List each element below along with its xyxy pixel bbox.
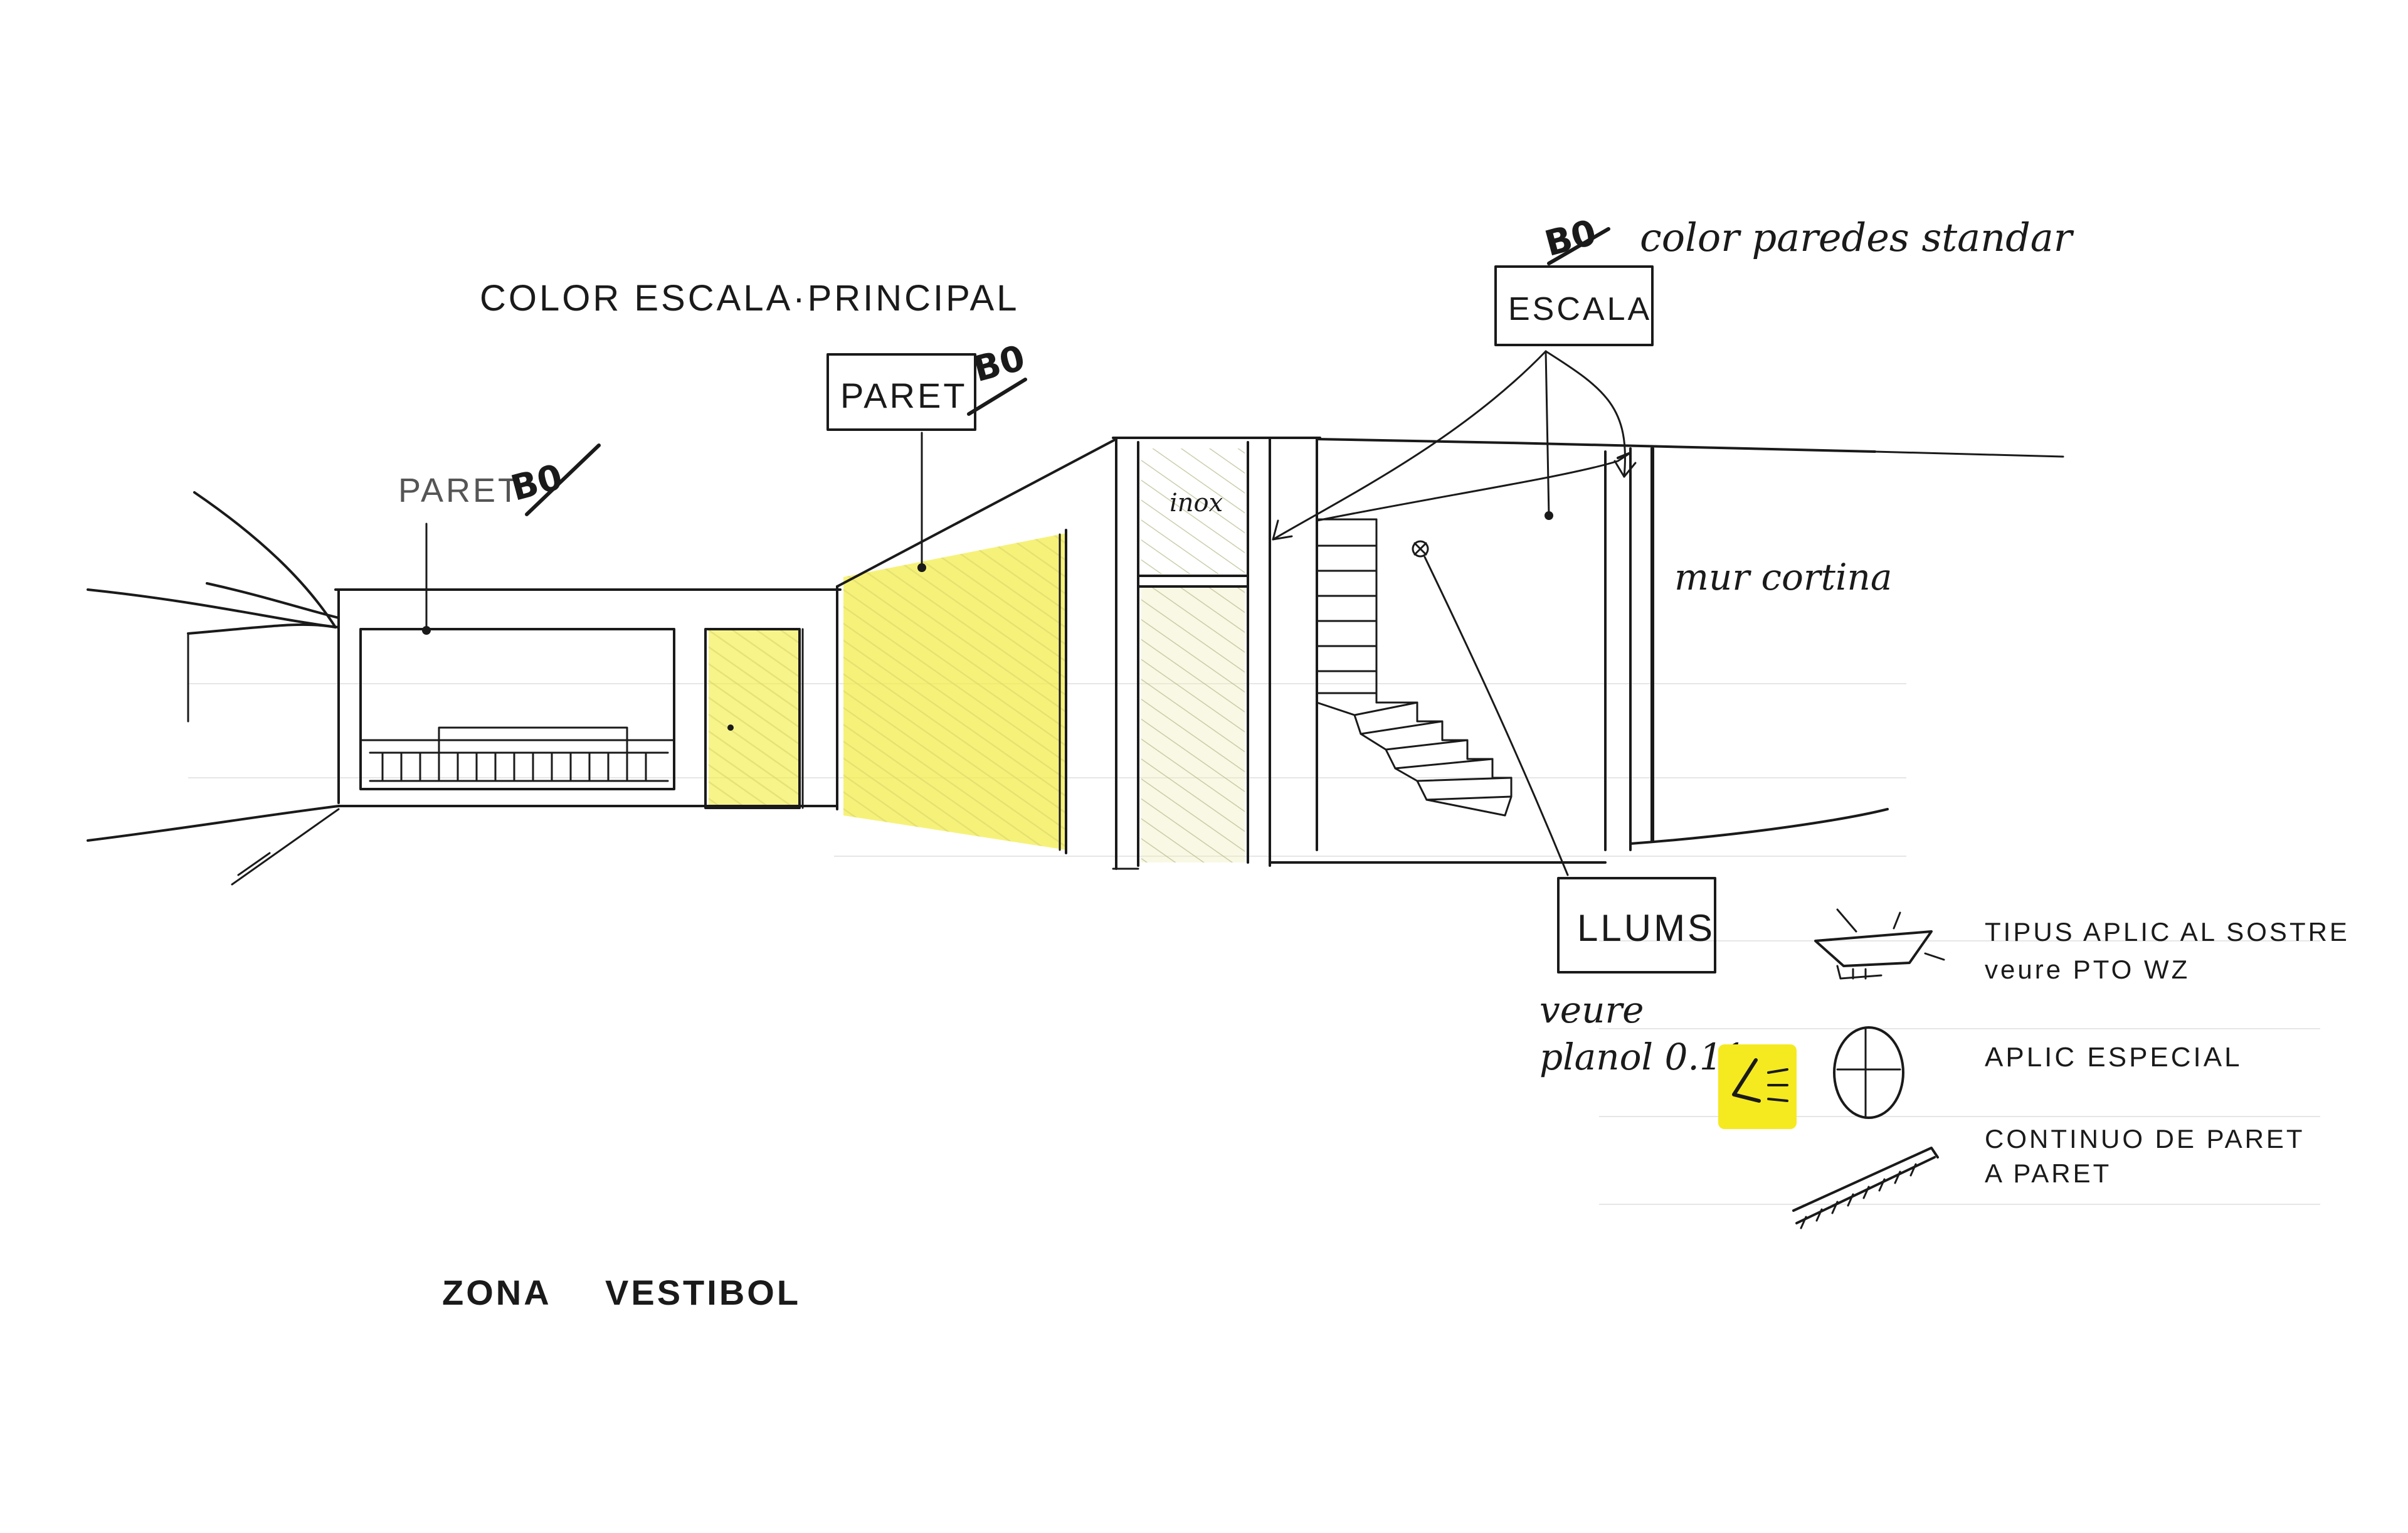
paret-left-label: PARET <box>398 472 521 509</box>
glazing-hatch <box>1141 448 1245 862</box>
llums-box <box>1557 877 1716 973</box>
annotations: COLOR ESCALA·PRINCIPAL PARET B0 PARET B0… <box>398 212 2074 1312</box>
mur-cortina-label: mur cortina <box>1674 556 1892 598</box>
legend-item-2-line1: APLIC ESPECIAL <box>1985 1042 2242 1073</box>
veure-planol-line1: veure <box>1539 989 1644 1031</box>
legend-text: TIPUS APLIC AL SOSTRE veure PTO WZ APLIC… <box>1985 917 2350 1188</box>
legend-item-3-line2: A PARET <box>1985 1159 2111 1188</box>
legend-item-1-line1: TIPUS APLIC AL SOSTRE <box>1985 917 2350 947</box>
escala-box-label: ESCALA <box>1508 291 1652 327</box>
vestibol-label: VESTIBOL <box>605 1273 801 1312</box>
legend-item-3-line1: CONTINUO DE PARET <box>1985 1124 2305 1154</box>
ceiling-light-icon <box>1814 908 1945 980</box>
escala-box <box>1494 265 1654 346</box>
paret-box <box>826 353 976 431</box>
perspective-lines <box>87 437 2064 886</box>
yellow-wall-colour <box>709 533 1066 850</box>
round-wall-lamp-icon <box>1833 1026 1904 1119</box>
veure-planol-line2: planol 0.11 <box>1539 1036 1746 1078</box>
title-color-escala: COLOR ESCALA·PRINCIPAL <box>480 278 1019 319</box>
paret-box-label: PARET <box>840 376 968 415</box>
inox-label: inox <box>1170 489 1223 517</box>
highlighted-lamp-symbol <box>1718 1044 1797 1129</box>
llums-box-label: LLUMS <box>1577 907 1715 949</box>
zona-label: ZONA <box>442 1273 552 1312</box>
legend-item-1-line2: veure PTO WZ <box>1985 955 2190 984</box>
leader-lines <box>422 350 1637 876</box>
color-paredes-note: color paredes standar <box>1640 215 2074 260</box>
linear-light-icon <box>1792 1147 1939 1229</box>
